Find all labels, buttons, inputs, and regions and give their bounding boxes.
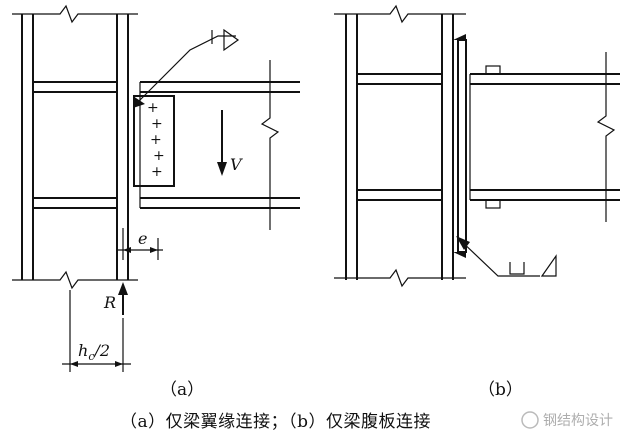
bolt-5: + [151, 164, 163, 180]
shear-label: V [230, 155, 243, 174]
bolt-4: + [153, 148, 165, 164]
weld-leader-b [456, 236, 557, 277]
beam-b [469, 52, 620, 222]
shear-plate-a: + + + + + [133, 28, 240, 187]
subcaption-b: （b） [478, 380, 523, 400]
subcaption-a: （a） [160, 380, 204, 400]
watermark: 钢结构设计 [521, 411, 613, 429]
bolt-1: + [147, 100, 159, 116]
figure-a: + + + + + V e [12, 4, 300, 400]
eccentricity-dimension: e [118, 228, 163, 260]
figure-caption: （a）仅梁翼缘连接；（b）仅梁腹板连接 [120, 412, 431, 432]
column-a [12, 4, 138, 290]
eccentricity-label: e [138, 229, 147, 248]
bolt-3: + [150, 132, 162, 148]
reaction-arrow: R [103, 282, 128, 315]
column-b [334, 4, 466, 288]
half-depth-dimension: hc/2 [62, 290, 131, 372]
reaction-label: R [103, 293, 116, 312]
weld-symbol-a [133, 96, 145, 108]
half-depth-label: hc/2 [78, 341, 110, 363]
bolt-2: + [151, 116, 163, 132]
figure-b: （b） [334, 4, 620, 400]
svg-text:钢结构设计: 钢结构设计 [543, 413, 613, 429]
shear-force-arrow: V [217, 110, 243, 176]
wechat-icon [521, 411, 539, 429]
beam-a [139, 60, 300, 230]
end-plate-b [453, 34, 467, 258]
